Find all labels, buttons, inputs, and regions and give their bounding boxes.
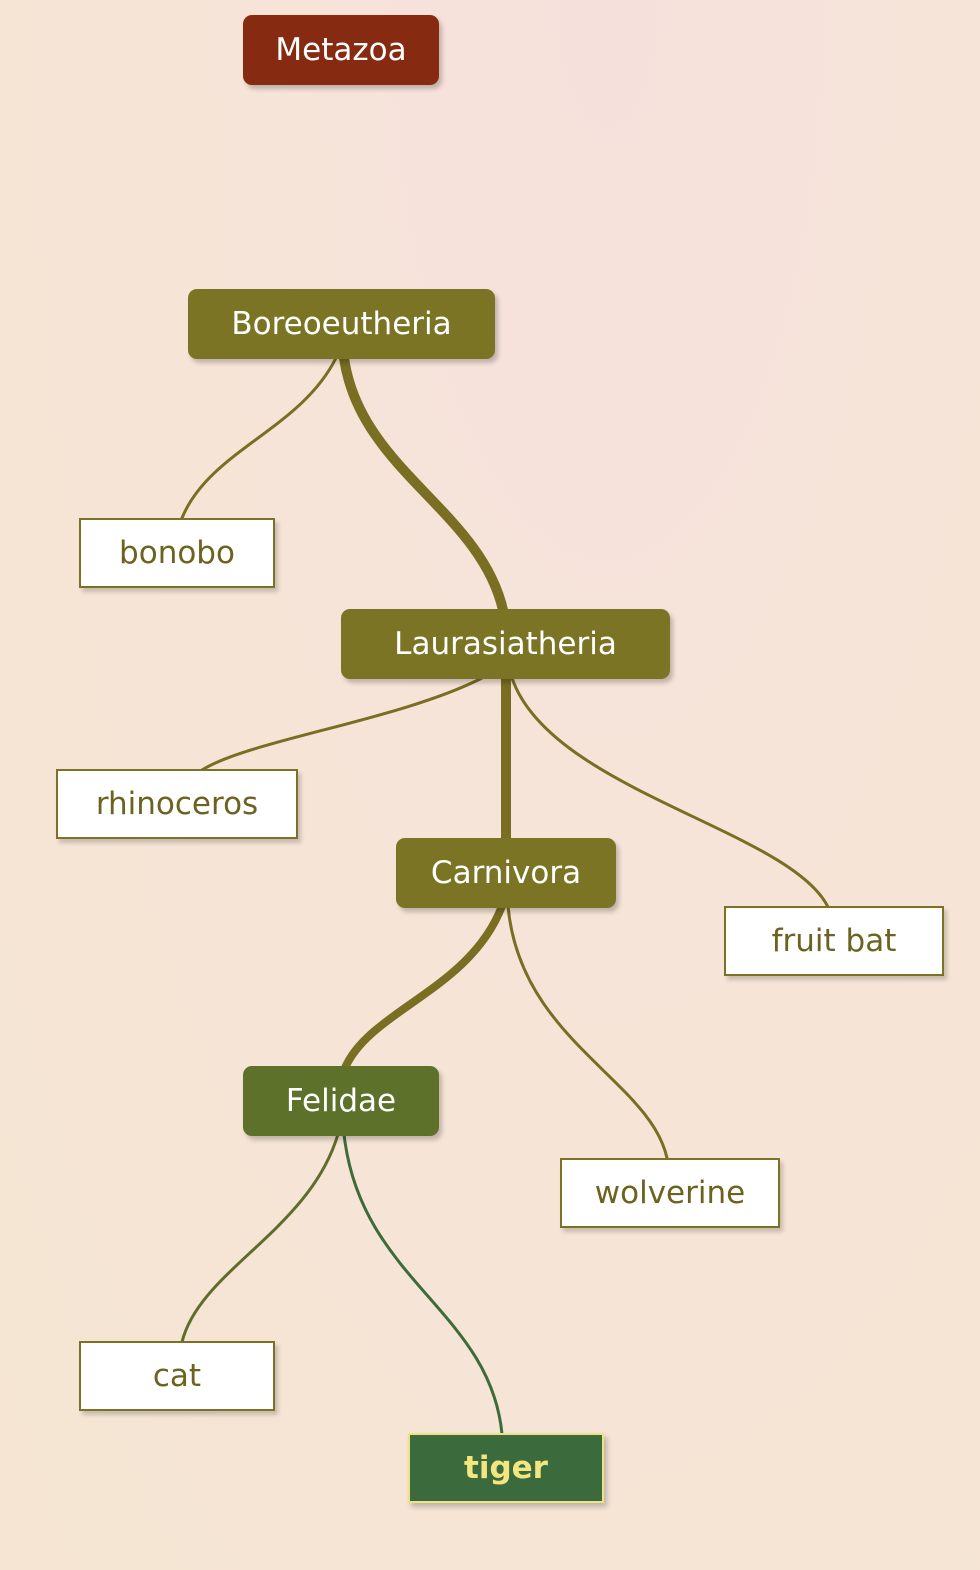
edge-boreoeutheria-laurasiatheria	[339, 353, 508, 615]
node-boreoeutheria[interactable]: Boreoeutheria	[188, 289, 495, 359]
edge-felidae-cat	[180, 1132, 340, 1344]
node-felidae[interactable]: Felidae	[243, 1066, 439, 1136]
edge-laurasiatheria-rhinoceros	[200, 676, 484, 772]
node-metazoa[interactable]: Metazoa	[243, 15, 439, 85]
node-cat[interactable]: cat	[79, 1341, 275, 1411]
node-fruit-bat[interactable]: fruit bat	[724, 906, 944, 976]
node-laurasiatheria[interactable]: Laurasiatheria	[341, 609, 670, 679]
node-carnivora[interactable]: Carnivora	[396, 838, 616, 908]
node-rhinoceros[interactable]: rhinoceros	[56, 769, 298, 839]
node-bonobo[interactable]: bonobo	[79, 518, 275, 588]
edge-carnivora-felidae	[341, 902, 506, 1072]
edge-boreoeutheria-bonobo	[180, 356, 338, 520]
node-tiger[interactable]: tiger	[408, 1433, 604, 1503]
edge-laurasiatheria-fruit-bat	[510, 676, 830, 909]
edge-felidae-tiger	[342, 1132, 504, 1436]
edge-carnivora-wolverine	[506, 904, 669, 1160]
node-wolverine[interactable]: wolverine	[560, 1158, 780, 1228]
